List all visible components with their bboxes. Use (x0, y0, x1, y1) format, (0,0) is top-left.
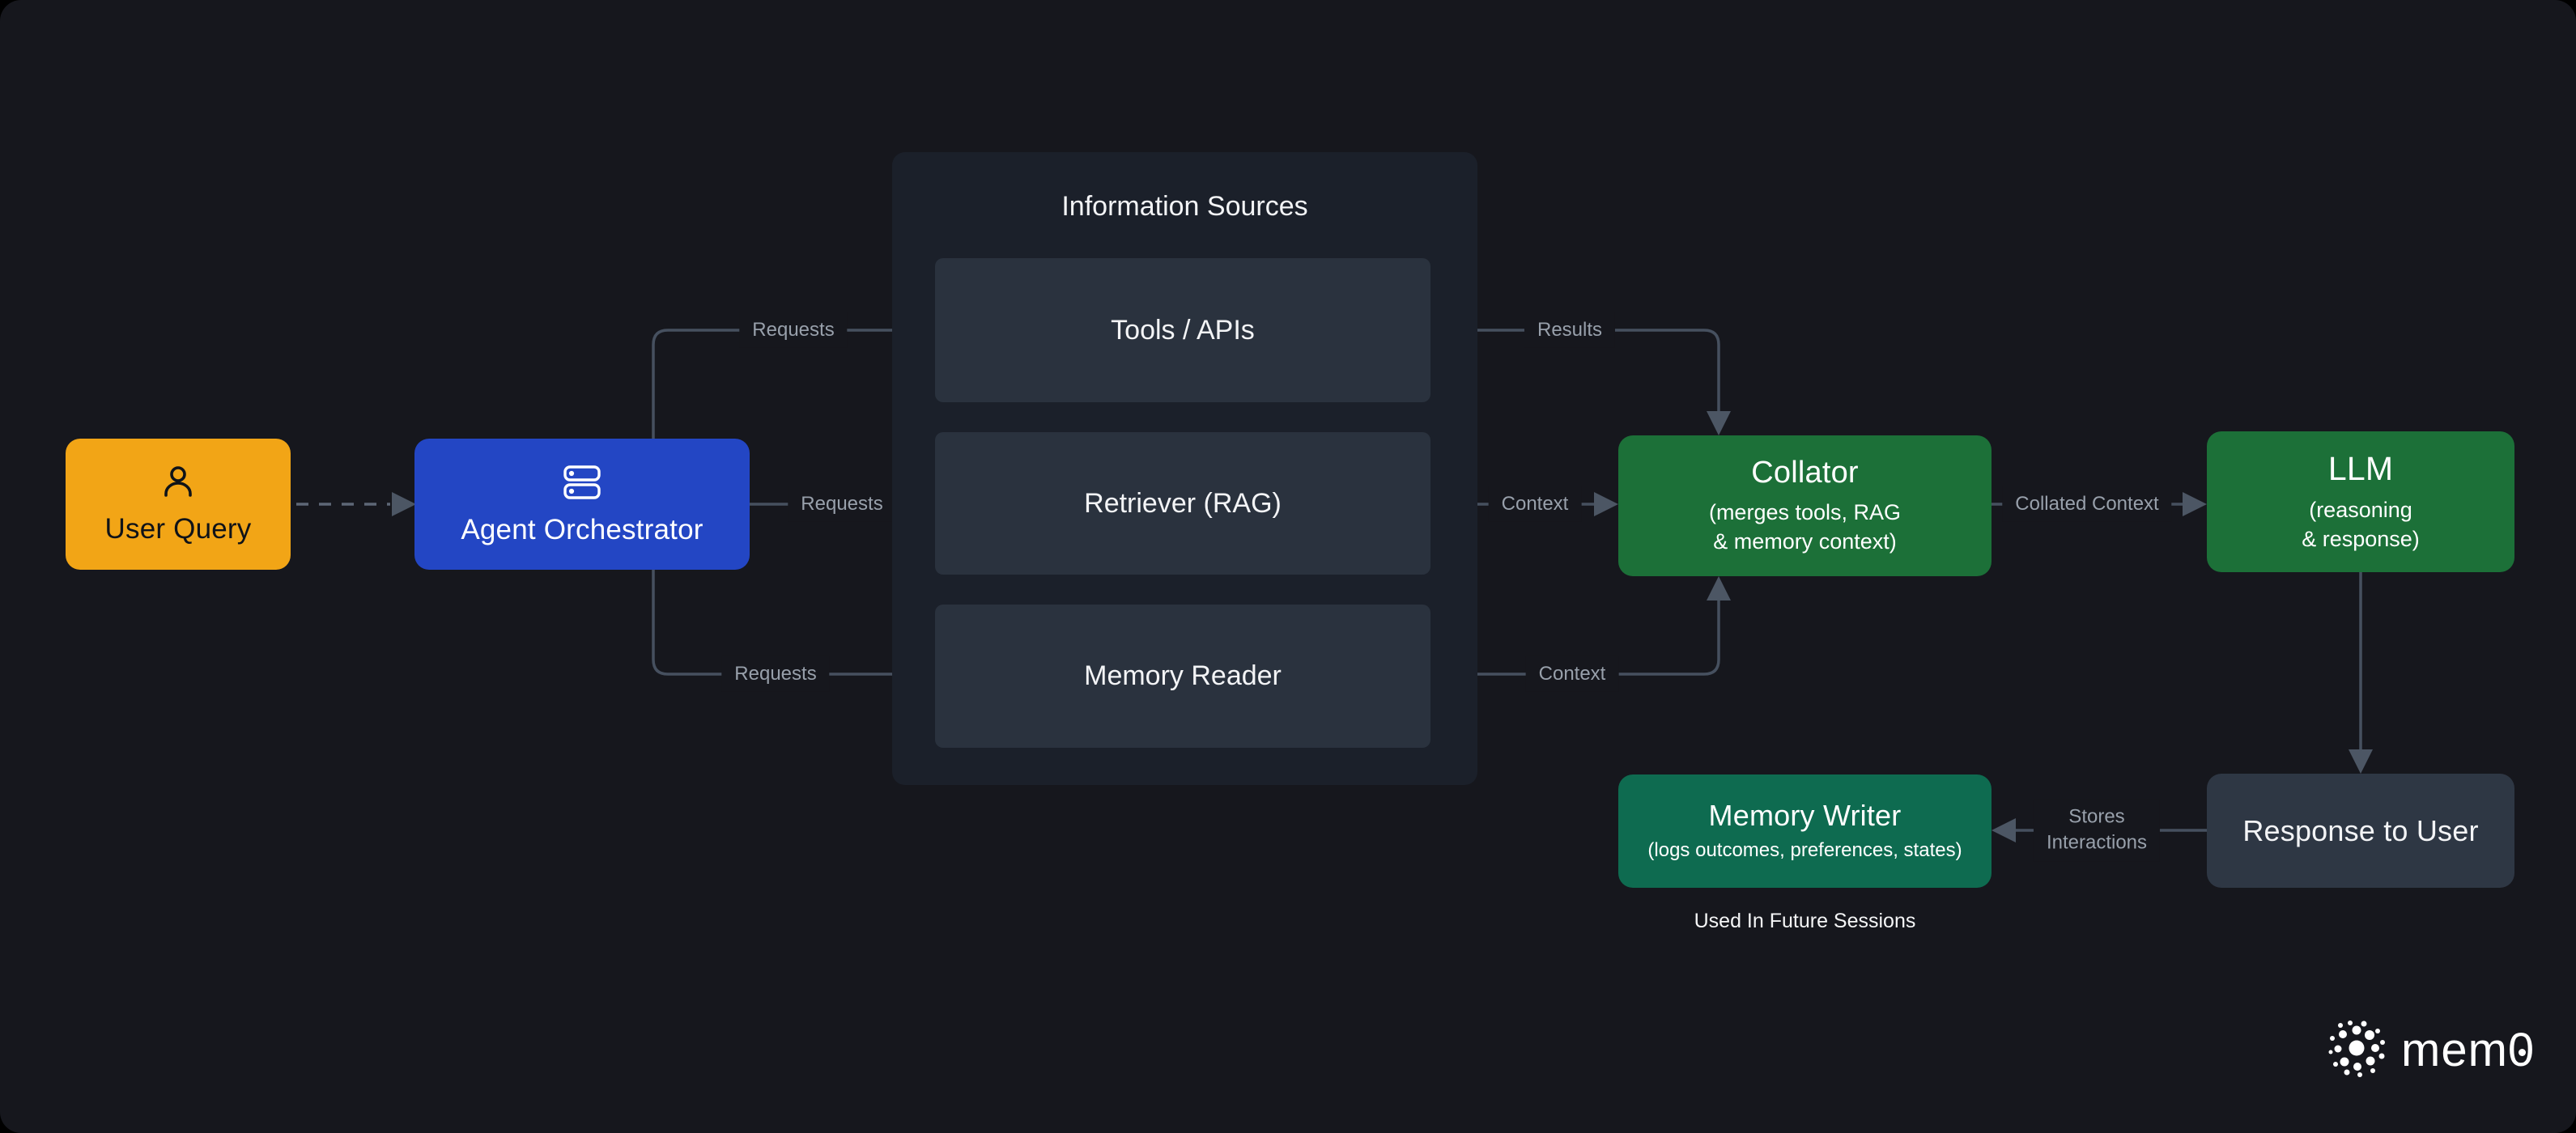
edge-requests-top (652, 329, 917, 504)
user-query-label: User Query (104, 513, 252, 545)
collator-title: Collator (1751, 455, 1859, 490)
node-retriever-rag: Retriever (RAG) (935, 432, 1430, 575)
edge-label-results: Results (1524, 312, 1616, 349)
information-sources-panel: Information Sources Tools / APIs Retriev… (892, 152, 1477, 785)
zero-dot (2518, 1049, 2526, 1057)
brand-logo: mem0 (2325, 1016, 2535, 1084)
arrowhead-collator-bottom (1707, 576, 1731, 600)
agent-orchestrator-label: Agent Orchestrator (461, 514, 704, 545)
llm-subtitle-line2: & response) (2302, 526, 2420, 551)
edge-context-bottom (1429, 596, 1720, 676)
collator-subtitle: (merges tools, RAG & memory context) (1709, 499, 1901, 556)
node-memory-writer: Memory Writer (logs outcomes, preference… (1618, 774, 1992, 888)
future-sessions-note: Used In Future Sessions (1694, 910, 1916, 932)
node-response-to-user: Response to User (2207, 774, 2514, 888)
edge-results (1429, 329, 1720, 416)
memory-writer-title: Memory Writer (1708, 799, 1902, 833)
person-icon (159, 463, 198, 502)
node-llm: LLM (reasoning & response) (2207, 431, 2514, 572)
memory-writer-subtitle: (logs outcomes, preferences, states) (1647, 839, 1962, 862)
mem0-dots-icon (2325, 1016, 2388, 1084)
arrowhead-response (2349, 749, 2373, 774)
arrowhead-collator-top (1707, 411, 1731, 435)
edge-label-context-mid: Context (1488, 486, 1582, 523)
arrowhead-collator-left (1594, 492, 1618, 516)
memory-reader-label: Memory Reader (1084, 660, 1282, 691)
node-user-query: User Query (66, 439, 291, 570)
llm-subtitle-line1: (reasoning (2309, 497, 2412, 522)
tools-apis-label: Tools / APIs (1111, 314, 1255, 346)
response-to-user-label: Response to User (2242, 813, 2479, 847)
arrowhead-llm (2183, 492, 2207, 516)
brand-prefix: mem (2401, 1024, 2508, 1076)
edge-label-requests-bottom: Requests (721, 656, 830, 693)
stores-line1: Stores (2068, 805, 2125, 828)
collator-subtitle-line2: & memory context) (1713, 528, 1897, 554)
edge-label-collated-context: Collated Context (2002, 486, 2172, 523)
edge-label-requests-top: Requests (739, 312, 848, 349)
node-memory-reader: Memory Reader (935, 605, 1430, 748)
edge-requests-bottom (652, 504, 917, 676)
node-collator: Collator (merges tools, RAG & memory con… (1618, 435, 1992, 576)
brand-wordmark: mem0 (2401, 1023, 2535, 1077)
stores-line2: Interactions (2046, 832, 2148, 854)
llm-subtitle: (reasoning & response) (2302, 496, 2420, 554)
edge-label-stores-interactions: Stores Interactions (2033, 799, 2161, 862)
node-agent-orchestrator: Agent Orchestrator (414, 439, 750, 570)
collator-subtitle-line1: (merges tools, RAG (1708, 499, 1902, 524)
edge-label-requests-mid: Requests (788, 486, 896, 523)
arrowhead-orchestrator (392, 492, 416, 516)
arrowhead-memory-writer (1992, 818, 2016, 842)
edge-label-context-bottom: Context (1525, 656, 1619, 693)
brand-zero: 0 (2508, 1023, 2535, 1077)
llm-title: LLM (2327, 449, 2394, 487)
server-icon (562, 462, 602, 503)
node-tools-apis: Tools / APIs (935, 258, 1430, 402)
information-sources-title: Information Sources (1061, 191, 1308, 222)
retriever-rag-label: Retriever (RAG) (1084, 487, 1282, 519)
